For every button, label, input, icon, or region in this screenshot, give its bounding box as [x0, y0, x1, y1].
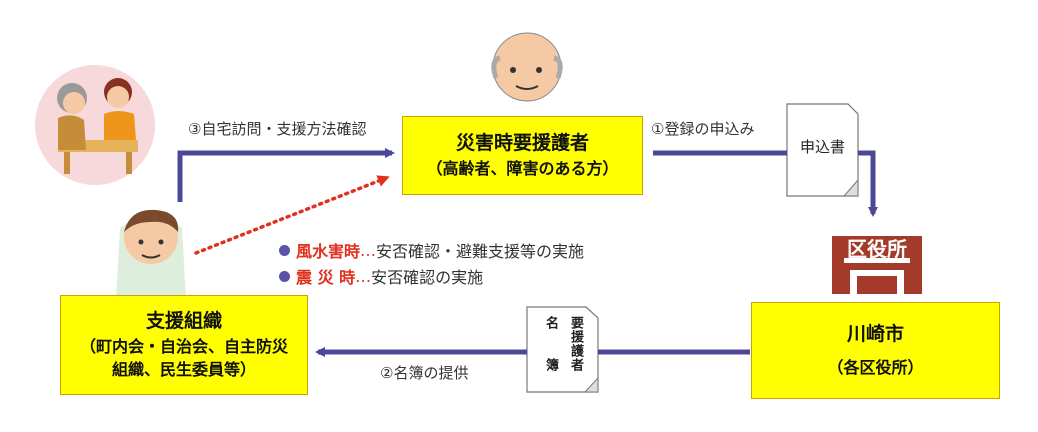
note-dots: …: [360, 240, 377, 260]
kawasaki-city-title: 川崎市: [846, 323, 904, 346]
step2-label: ②名簿の提供: [380, 364, 469, 382]
note-key: 震 災 時: [296, 268, 356, 287]
arrow-step1-registration: [653, 150, 878, 217]
dotted-arrow-emergency-support: [194, 175, 390, 255]
bullet-icon: [279, 244, 290, 256]
support-organization-box: 支援組織 （町内会・自治会、自主防災 組織、民生委員等）: [60, 295, 308, 395]
arrow-step3-home-visit: [177, 148, 395, 202]
support-organization-title: 支援組織: [145, 309, 222, 332]
kawasaki-city-subtitle: （各区役所）: [827, 357, 924, 377]
note-storm-flood: 風水害時 … 安否確認・避難支援等の実施: [279, 238, 584, 262]
vulnerable-persons-subtitle: （高齢者、障害のある方）: [426, 158, 619, 178]
ward-office-sign-text: 区役所: [847, 237, 907, 261]
roster-label-col2: 名 簿: [543, 316, 558, 372]
support-organization-line1: （町内会・自治会、自主防災: [79, 336, 288, 356]
elderly-person-illustration: [491, 32, 563, 102]
roster-label-col1: 要援護者: [568, 316, 583, 372]
roster-document-label: 要援護者 名 簿: [533, 316, 593, 372]
home-visit-illustration: [35, 65, 155, 185]
step3-label: ③自宅訪問・支援方法確認: [188, 120, 367, 138]
support-organization-line2: 組織、民生委員等）: [111, 359, 256, 379]
supporter-illustration: [116, 209, 186, 300]
ward-office-building-icon: [832, 236, 922, 294]
bullet-icon: [279, 270, 290, 282]
note-text: 安否確認・避難支援等の実施: [376, 242, 585, 261]
note-text: 安否確認の実施: [371, 268, 484, 287]
roster-document-icon: [526, 306, 599, 393]
application-document-label: 申込書: [799, 138, 845, 156]
step1-label: ①登録の申込み: [651, 120, 755, 138]
kawasaki-city-box: 川崎市 （各区役所）: [751, 302, 1000, 399]
note-key: 風水害時: [296, 242, 361, 261]
note-earthquake: 震 災 時 … 安否確認の実施: [279, 264, 483, 288]
note-dots: …: [355, 266, 372, 286]
vulnerable-persons-box: 災害時要援護者 （高齢者、障害のある方）: [402, 116, 643, 195]
vulnerable-persons-title: 災害時要援護者: [455, 132, 589, 155]
